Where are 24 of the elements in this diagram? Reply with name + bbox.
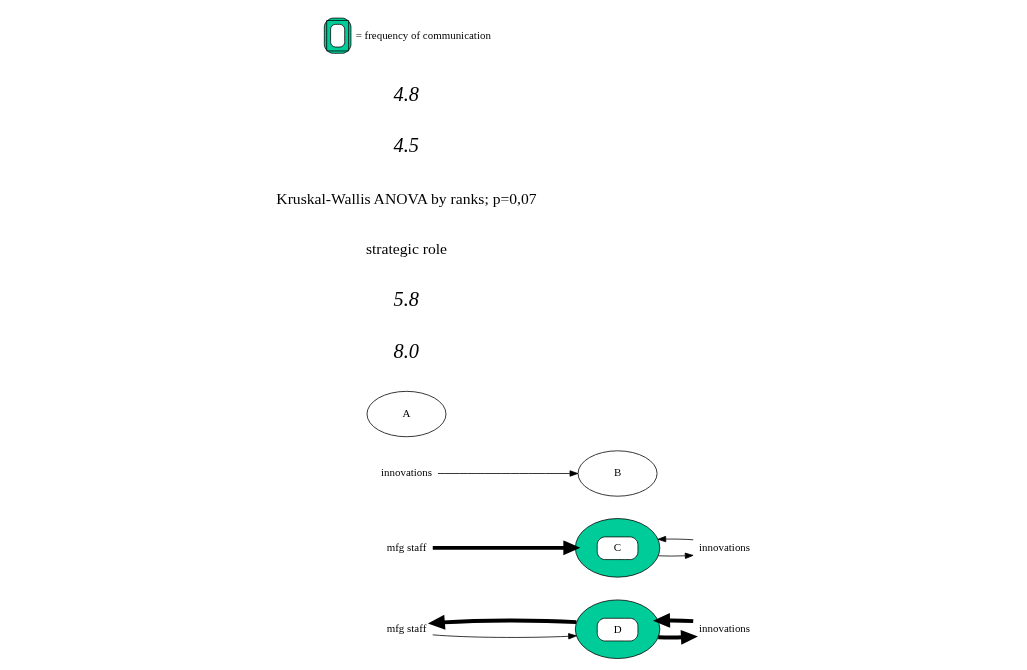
node-ellipse: D <box>574 599 661 659</box>
node-ellipse: C <box>574 518 661 578</box>
node-text: innovations <box>699 622 751 635</box>
label: 4.8 <box>393 82 420 105</box>
arrow <box>432 633 577 640</box>
label: 5.8 <box>393 288 420 311</box>
label: strategic role <box>365 240 448 258</box>
arrow <box>437 470 579 477</box>
arrow <box>653 612 694 628</box>
arrow <box>658 629 698 645</box>
node-text: innovations <box>699 540 751 553</box>
node-text: mfg staff <box>386 540 427 553</box>
node-ellipse: A <box>366 390 447 438</box>
arrow <box>657 535 694 543</box>
arrow <box>432 540 581 556</box>
node-ellipse: B <box>577 450 658 497</box>
label: 4.5 <box>393 134 420 157</box>
arrow <box>657 552 694 559</box>
label: Kruskal-Wallis ANOVA by ranks; p=0,07 <box>276 189 537 207</box>
arrow <box>427 614 577 630</box>
node-text: mfg staff <box>386 622 427 635</box>
legend-label: = frequency of communication <box>355 28 491 41</box>
label: 8.0 <box>393 339 420 362</box>
node-text: innovations <box>380 466 433 479</box>
